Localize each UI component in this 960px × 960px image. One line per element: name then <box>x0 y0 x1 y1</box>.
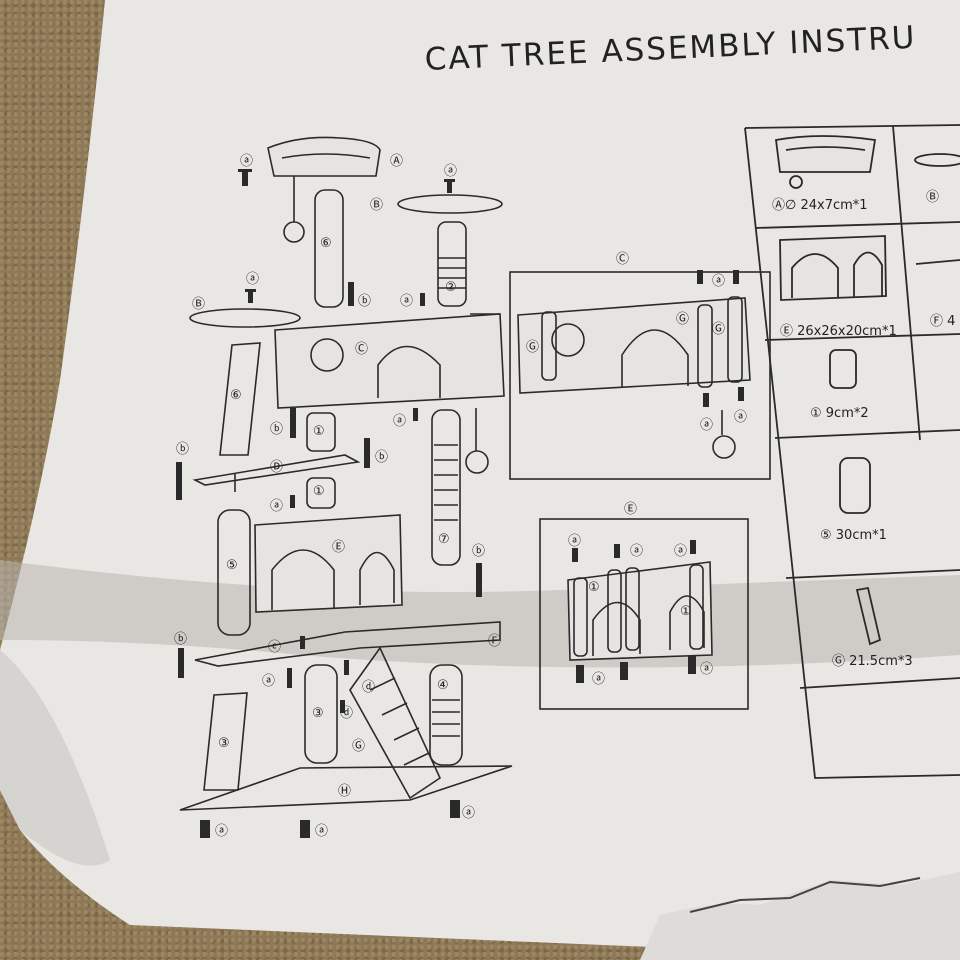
part-label-C: Ⓒ <box>355 342 369 357</box>
screw-label-d: ⓓ <box>362 680 376 695</box>
parts-list-item-G: Ⓖ 21.5cm*3 <box>832 654 913 669</box>
part-label-E: Ⓔ <box>332 540 346 555</box>
screw-label-a: ⓐ <box>700 662 714 677</box>
screw-label-a: ⓐ <box>270 499 284 514</box>
screw-label-a: ⓐ <box>444 164 458 179</box>
screw-label-c: ⓒ <box>268 640 282 655</box>
part-label-D: Ⓓ <box>270 460 284 475</box>
screw-label-d: ⓓ <box>340 706 354 721</box>
post-label-1: ① <box>680 604 692 619</box>
post-label-6: ⑥ <box>320 236 332 251</box>
screw-label-a: ⓐ <box>592 672 606 687</box>
part-label-G: Ⓖ <box>352 739 366 754</box>
screw-label-a: ⓐ <box>262 674 276 689</box>
screw-label-b: ⓑ <box>270 422 284 437</box>
detail-label-C: Ⓒ <box>616 252 630 267</box>
post-label-6: ⑥ <box>230 388 242 403</box>
parts-list-item-B: Ⓑ <box>926 190 940 205</box>
screw-label-a: ⓐ <box>315 824 329 839</box>
screw-label-a: ⓐ <box>240 154 254 169</box>
screw-label-b: ⓑ <box>176 442 190 457</box>
screw-label-a: ⓐ <box>462 806 476 821</box>
post-label-1: ① <box>313 424 325 439</box>
screw-label-a: ⓐ <box>674 544 688 559</box>
screw-label-b: ⓑ <box>358 294 372 309</box>
post-label-1: ① <box>313 484 325 499</box>
screw-label-b: ⓑ <box>174 632 188 647</box>
screw-label-a: ⓐ <box>246 272 260 287</box>
part-label-B: Ⓑ <box>370 198 384 213</box>
post-label-3: ③ <box>312 706 324 721</box>
part-label-G: Ⓖ <box>676 312 690 327</box>
parts-list-item-E: Ⓔ 26x26x20cm*1 <box>780 324 897 339</box>
post-label-2: ② <box>445 280 457 295</box>
screw-label-a: ⓐ <box>568 534 582 549</box>
screw-label-b: ⓑ <box>375 450 389 465</box>
post-label-5: ⑤ <box>226 558 238 573</box>
part-label-G: Ⓖ <box>526 340 540 355</box>
screw-label-a: ⓐ <box>712 274 726 289</box>
screw-label-a: ⓐ <box>400 294 414 309</box>
screw-label-a: ⓐ <box>215 824 229 839</box>
post-label-7: ⑦ <box>438 532 450 547</box>
post-label-1: ① <box>588 580 600 595</box>
screw-label-a: ⓐ <box>734 410 748 425</box>
parts-list-item-1: ① 9cm*2 <box>810 406 869 421</box>
part-label-A: Ⓐ <box>390 154 404 169</box>
screw-label-a: ⓐ <box>630 544 644 559</box>
parts-list-item-5: ⑤ 30cm*1 <box>820 528 887 543</box>
parts-list-item-F: Ⓕ 4 <box>930 314 956 329</box>
screw-label-a: ⓐ <box>700 418 714 433</box>
detail-label-E: Ⓔ <box>624 502 638 517</box>
parts-list-item-A: Ⓐ∅ 24x7cm*1 <box>772 198 868 213</box>
part-label-F: Ⓕ <box>488 634 502 649</box>
screw-label-a: ⓐ <box>393 414 407 429</box>
part-label-B: Ⓑ <box>192 297 206 312</box>
post-label-3: ③ <box>218 736 230 751</box>
part-label-H: Ⓗ <box>338 784 352 799</box>
post-label-4: ④ <box>437 678 449 693</box>
part-label-G: Ⓖ <box>712 322 726 337</box>
screw-label-b: ⓑ <box>472 544 486 559</box>
